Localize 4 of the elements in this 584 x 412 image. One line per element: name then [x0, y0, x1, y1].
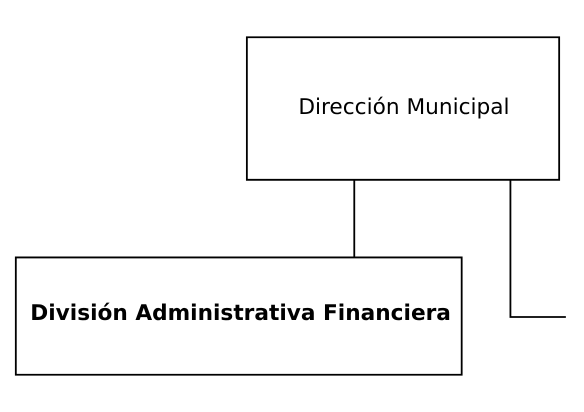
- node-box: Dirección Municipal: [246, 36, 560, 181]
- node-box: División Administrativa Financiera: [14, 256, 463, 376]
- connector: [353, 180, 356, 257]
- connector: [510, 180, 566, 318]
